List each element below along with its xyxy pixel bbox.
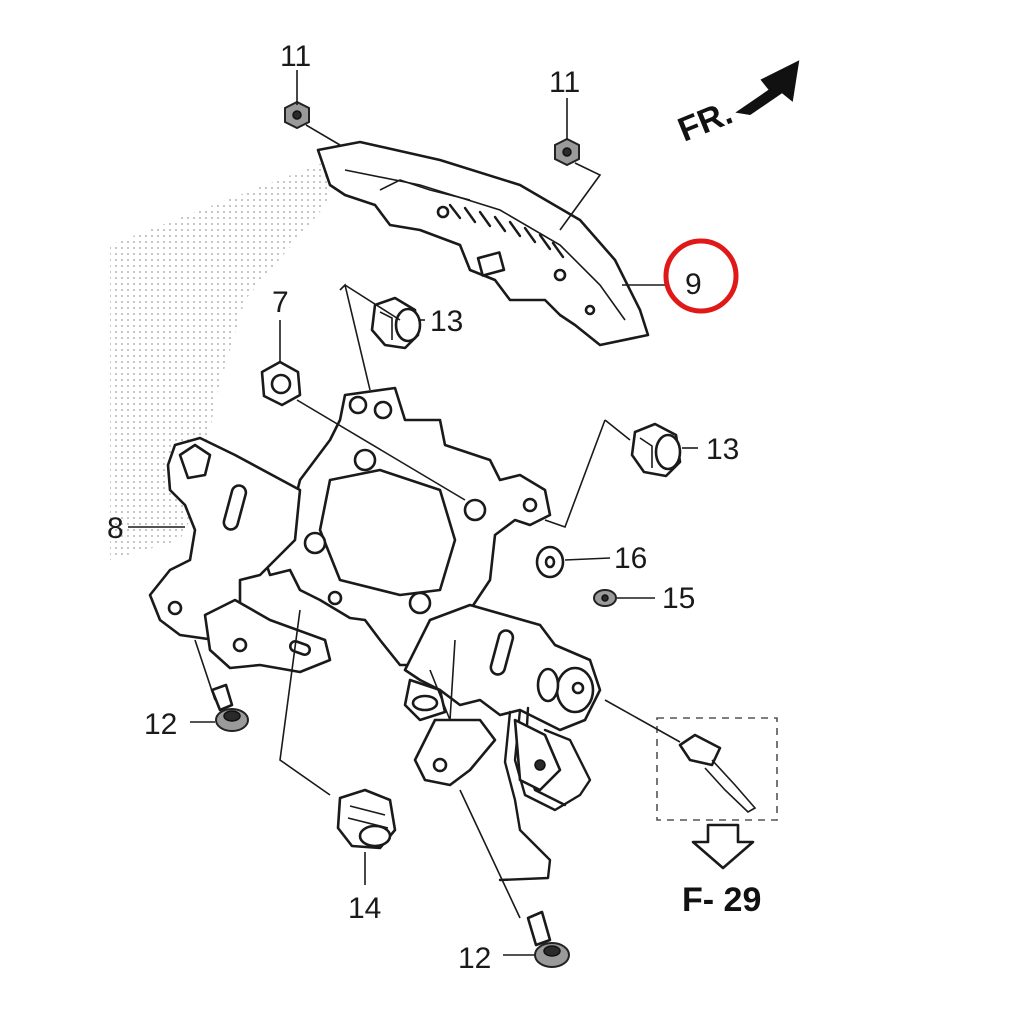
part-11-nut-right[interactable] xyxy=(554,137,580,167)
callout-13-upper[interactable]: 13 xyxy=(430,305,463,338)
cover-vent-slots xyxy=(448,203,565,259)
main-bracket-plate[interactable] xyxy=(258,386,552,667)
front-direction-arrow xyxy=(735,60,800,116)
reference-page-label[interactable]: F- 29 xyxy=(682,881,761,919)
dotted-frame-region xyxy=(110,160,330,560)
leader-lines xyxy=(128,70,698,956)
callout-16[interactable]: 16 xyxy=(614,542,647,575)
part-16-washer[interactable] xyxy=(535,545,565,579)
part-9-cover[interactable] xyxy=(316,140,650,347)
callout-8[interactable]: 8 xyxy=(107,512,124,545)
part-12-bolt-bottom[interactable] xyxy=(526,910,570,968)
callout-15[interactable]: 15 xyxy=(662,582,695,615)
callout-11-left[interactable]: 11 xyxy=(280,40,311,73)
part-11-nut-left[interactable] xyxy=(284,100,310,130)
part-12-bolt-left[interactable] xyxy=(210,683,249,732)
callout-12-left[interactable]: 12 xyxy=(144,708,177,741)
callout-14[interactable]: 14 xyxy=(348,892,381,925)
part-13-clip-lower[interactable] xyxy=(630,422,682,478)
reference-dashed-box[interactable] xyxy=(656,717,778,821)
wire-harness xyxy=(498,706,592,882)
highlight-circle xyxy=(663,238,739,314)
part-14-clamp[interactable] xyxy=(336,788,397,850)
lower-bracket[interactable] xyxy=(403,603,602,787)
part-15-bolt[interactable] xyxy=(593,589,617,607)
callout-9[interactable]: 9 xyxy=(685,268,702,301)
part-7-grommet[interactable] xyxy=(260,360,302,407)
part-13-clip-upper[interactable] xyxy=(370,296,422,350)
callout-11-right[interactable]: 11 xyxy=(549,66,580,99)
callout-7[interactable]: 7 xyxy=(272,286,289,319)
callout-13-lower[interactable]: 13 xyxy=(706,433,739,466)
arrow-icon xyxy=(735,60,800,116)
callout-12-bottom[interactable]: 12 xyxy=(458,942,491,975)
down-arrow-icon xyxy=(691,823,755,870)
front-label: FR. xyxy=(673,94,738,150)
